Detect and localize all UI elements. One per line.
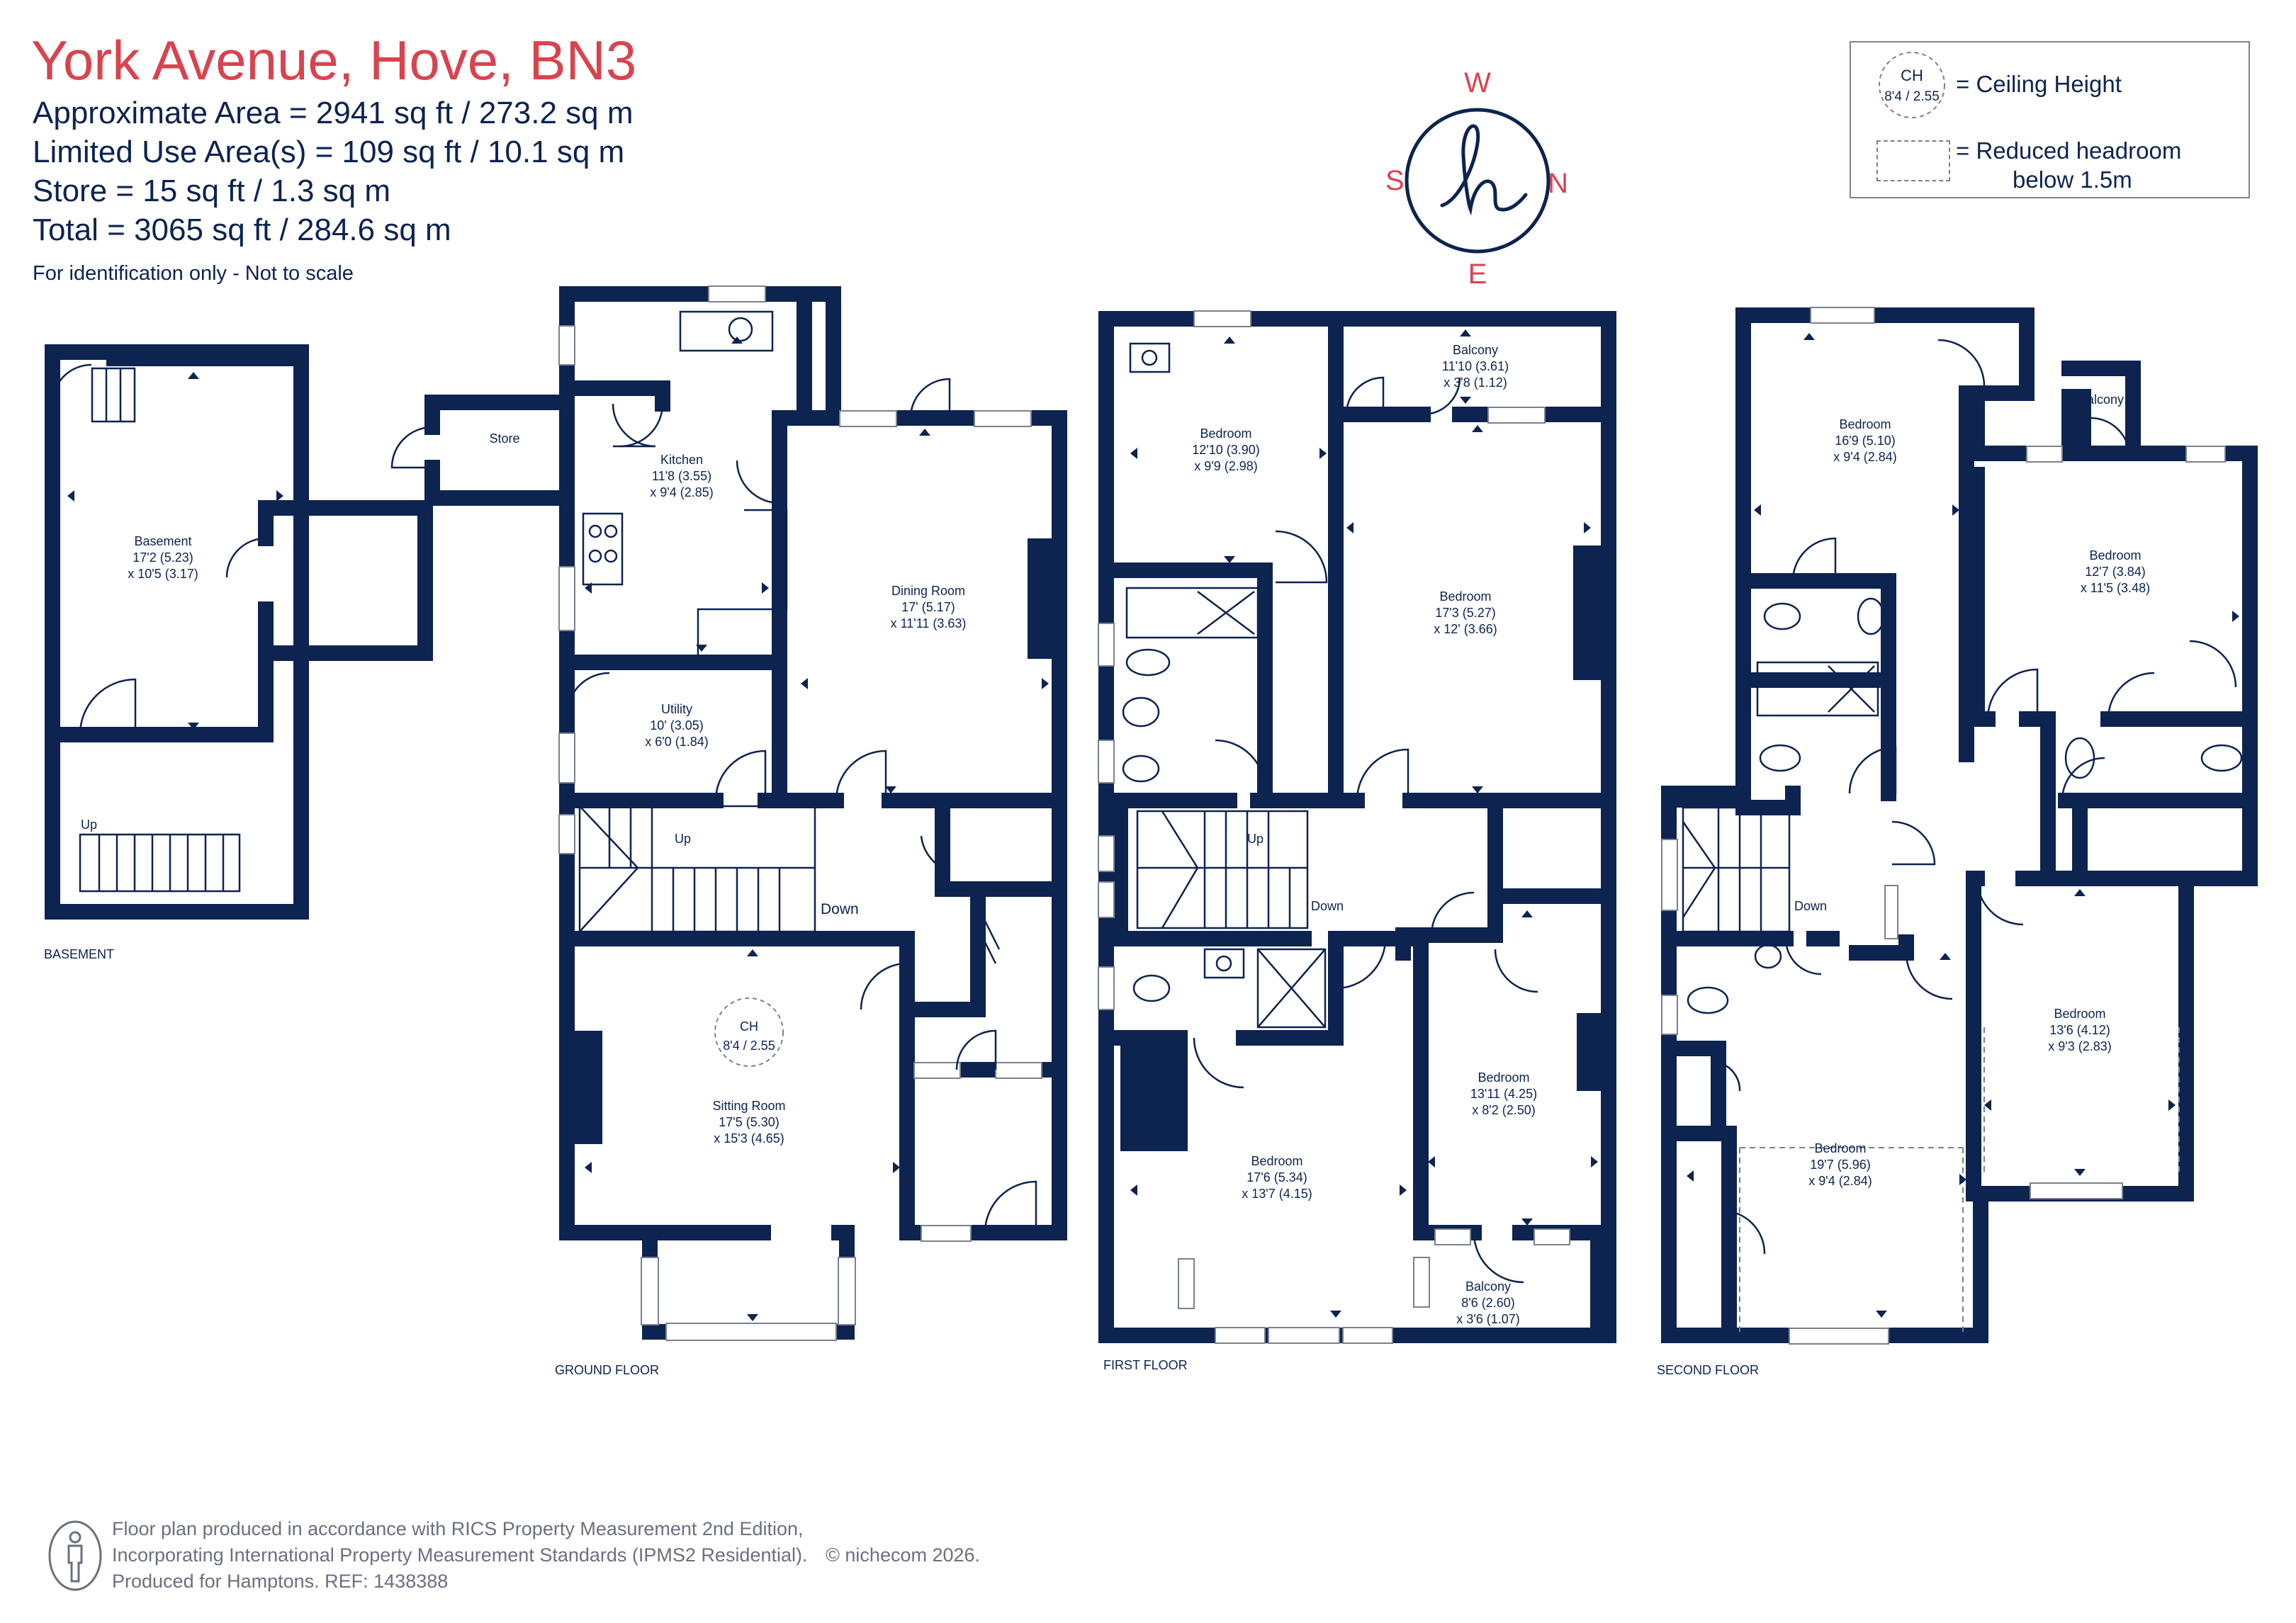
store-label: Store — [489, 431, 519, 446]
compass-north: N — [1548, 168, 1568, 199]
svg-text:Sitting Room: Sitting Room — [712, 1099, 785, 1113]
svg-text:17' (5.17): 17' (5.17) — [901, 600, 955, 614]
copyright: © nichecom 2026. — [826, 1544, 981, 1566]
logo-mark — [1440, 124, 1528, 216]
svg-text:12'7 (3.84): 12'7 (3.84) — [2085, 565, 2146, 579]
svg-text:Balcony: Balcony — [1453, 343, 1498, 357]
svg-text:Bedroom: Bedroom — [1814, 1141, 1866, 1155]
reduced-headroom-swatch — [1876, 140, 1950, 181]
limited-use-area: Limited Use Area(s) = 109 sq ft / 10.1 s… — [33, 135, 625, 169]
first-floor-label: FIRST FLOOR — [1103, 1358, 1188, 1372]
svg-text:x 12' (3.66): x 12' (3.66) — [1434, 622, 1497, 636]
svg-text:Down: Down — [821, 901, 859, 917]
svg-text:Up: Up — [1247, 832, 1264, 846]
svg-text:Dining Room: Dining Room — [891, 584, 965, 598]
legend: CH 8'4 / 2.55 = Ceiling Height = Reduced… — [1850, 41, 2250, 198]
svg-text:12'10 (3.90): 12'10 (3.90) — [1192, 443, 1260, 457]
compass-west: W — [1464, 67, 1491, 98]
footer-line-1: Floor plan produced in accordance with R… — [112, 1518, 804, 1539]
svg-text:Basement: Basement — [134, 534, 191, 548]
footer-line-2: Incorporating International Property Mea… — [112, 1544, 808, 1566]
svg-text:Up: Up — [675, 832, 691, 846]
svg-text:17'3 (5.27): 17'3 (5.27) — [1435, 606, 1496, 620]
svg-text:x 9'3 (2.83): x 9'3 (2.83) — [2048, 1039, 2111, 1053]
basement-plan: Up Basement 17'2 (5.23) x 10'5 (3.17) BA… — [44, 344, 433, 961]
ground-floor-plan: Store — [390, 285, 1067, 1377]
svg-text:17'5 (5.30): 17'5 (5.30) — [719, 1115, 780, 1129]
svg-text:Utility: Utility — [661, 702, 692, 716]
svg-text:x 3'8 (1.12): x 3'8 (1.12) — [1444, 375, 1507, 390]
svg-text:x 15'3 (4.65): x 15'3 (4.65) — [714, 1131, 784, 1146]
svg-text:CH: CH — [1901, 67, 1923, 84]
svg-text:13'11 (4.25): 13'11 (4.25) — [1470, 1087, 1537, 1101]
svg-text:Bedroom: Bedroom — [2089, 548, 2141, 562]
scale-note: For identification only - Not to scale — [33, 262, 354, 285]
first-floor-plan: Up Down Balcony 11'10 (3.61) x 3'8 (1.12… — [1098, 310, 1616, 1372]
reduced-headroom-label-2: below 1.5m — [2013, 166, 2132, 193]
svg-text:x 8'2 (2.50): x 8'2 (2.50) — [1472, 1103, 1535, 1117]
svg-text:Bedroom: Bedroom — [1200, 426, 1251, 441]
svg-text:x 9'4 (2.85): x 9'4 (2.85) — [650, 485, 713, 499]
approximate-area: Approximate Area = 2941 sq ft / 273.2 sq… — [33, 96, 634, 130]
svg-text:x 3'6 (1.07): x 3'6 (1.07) — [1456, 1312, 1519, 1326]
svg-text:10' (3.05): 10' (3.05) — [650, 718, 703, 733]
svg-text:Bedroom: Bedroom — [1839, 417, 1891, 431]
total-area: Total = 3065 sq ft / 284.6 sq m — [33, 213, 451, 247]
store-area: Store = 15 sq ft / 1.3 sq m — [33, 174, 391, 208]
svg-text:Down: Down — [1311, 899, 1344, 913]
second-floor-label: SECOND FLOOR — [1657, 1363, 1759, 1377]
svg-text:Balcony: Balcony — [1465, 1279, 1511, 1294]
svg-text:x 10'5 (3.17): x 10'5 (3.17) — [128, 567, 198, 581]
svg-text:Bedroom: Bedroom — [1251, 1154, 1302, 1168]
svg-text:13'6 (4.12): 13'6 (4.12) — [2049, 1023, 2110, 1037]
svg-text:Bedroom: Bedroom — [2054, 1007, 2105, 1021]
svg-text:11'10 (3.61): 11'10 (3.61) — [1442, 359, 1509, 373]
svg-text:x 9'9 (2.98): x 9'9 (2.98) — [1194, 459, 1257, 473]
svg-text:Bedroom: Bedroom — [1439, 589, 1491, 604]
svg-text:x 11'11 (3.63): x 11'11 (3.63) — [891, 616, 967, 630]
second-floor-plan: Down Bedroom 16'9 (5.10) x 9'4 (2.84) Ba… — [1657, 307, 2258, 1377]
svg-text:x 6'0 (1.84): x 6'0 (1.84) — [645, 735, 708, 749]
svg-text:Kitchen: Kitchen — [660, 453, 703, 467]
basement-up-label: Up — [81, 818, 97, 832]
svg-text:Balcony: Balcony — [2078, 392, 2124, 407]
page-title: York Avenue, Hove, BN3 — [31, 29, 637, 91]
svg-text:8'4 / 2.55: 8'4 / 2.55 — [1884, 89, 1940, 104]
reduced-headroom-label: = Reduced headroom — [1956, 137, 2182, 164]
svg-text:11'8 (3.55): 11'8 (3.55) — [652, 469, 711, 483]
compass-east: E — [1468, 259, 1487, 290]
ceiling-height-label: = Ceiling Height — [1956, 71, 2122, 97]
svg-text:Down: Down — [1794, 899, 1827, 913]
svg-text:16'9 (5.10): 16'9 (5.10) — [1835, 434, 1896, 448]
svg-text:x 13'7 (4.15): x 13'7 (4.15) — [1242, 1187, 1312, 1201]
svg-text:17'2 (5.23): 17'2 (5.23) — [133, 550, 193, 565]
ceiling-height-badge: CH 8'4 / 2.55 — [1879, 52, 1945, 118]
footer: Floor plan produced in accordance with R… — [112, 1516, 980, 1595]
compass: W E S N — [1385, 67, 1568, 290]
compass-south: S — [1385, 165, 1405, 196]
footer-line-2-row: Incorporating International Property Mea… — [112, 1542, 980, 1568]
ground-floor-label: GROUND FLOOR — [555, 1363, 659, 1377]
person-scale-icon — [48, 1520, 102, 1591]
dimension-arrows — [67, 329, 2239, 1321]
compass-ring — [1405, 108, 1551, 254]
basement-floor-label: BASEMENT — [44, 947, 114, 961]
svg-text:19'7 (5.96): 19'7 (5.96) — [1810, 1158, 1871, 1172]
footer-line-3: Produced for Hamptons. REF: 1438388 — [112, 1571, 449, 1592]
svg-text:CH: CH — [740, 1019, 758, 1034]
svg-text:x 11'5 (3.48): x 11'5 (3.48) — [2081, 581, 2150, 595]
svg-text:8'6 (2.60): 8'6 (2.60) — [1461, 1296, 1514, 1310]
svg-text:17'6 (5.34): 17'6 (5.34) — [1247, 1170, 1307, 1184]
svg-text:x 9'4 (2.84): x 9'4 (2.84) — [1808, 1174, 1872, 1188]
svg-text:8'4 / 2.55: 8'4 / 2.55 — [723, 1039, 775, 1053]
svg-text:x 9'4 (2.84): x 9'4 (2.84) — [1833, 450, 1896, 464]
svg-text:Bedroom: Bedroom — [1478, 1070, 1529, 1085]
